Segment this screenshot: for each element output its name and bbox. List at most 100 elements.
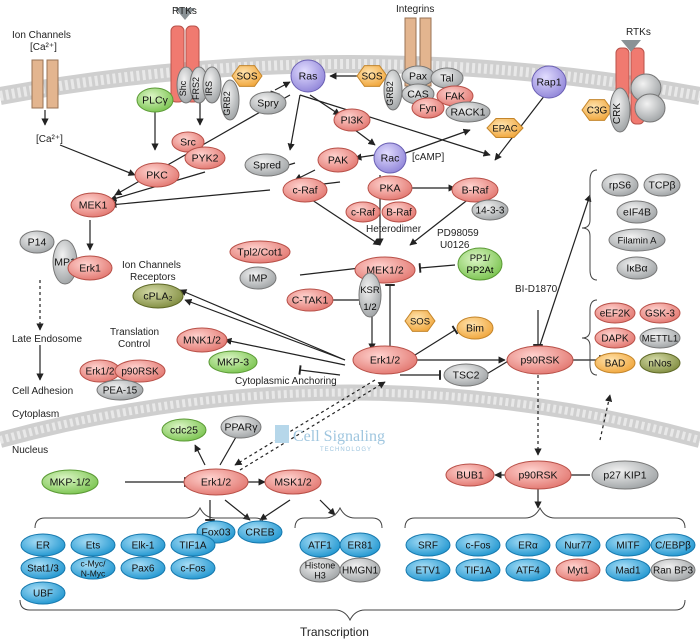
node-erk12n: Erk1/2 — [183, 468, 249, 496]
node-shape — [356, 65, 388, 87]
node-grb2: GRB2 — [220, 79, 240, 121]
node-shape — [170, 533, 216, 557]
node-shape — [352, 345, 418, 375]
node-label: cdc25 — [170, 425, 198, 437]
node-shape — [457, 247, 503, 281]
node-label: Tpl2/Cot1 — [237, 247, 283, 259]
node-imp: IMP — [239, 266, 277, 290]
node-label: Myt1 — [567, 566, 589, 577]
node-braf2: B-Raf — [381, 201, 417, 223]
node-label: Mad1 — [615, 566, 640, 577]
node-label: Fox03 — [201, 527, 230, 539]
node-epac: EPAC — [486, 118, 524, 138]
node-tal: Tal — [430, 67, 464, 89]
node-shape — [639, 352, 681, 374]
node-shape — [451, 177, 499, 203]
node-label: p90RSK — [520, 355, 559, 367]
node-shape — [650, 533, 696, 557]
node-shape — [639, 302, 681, 324]
node-label: GRB2 — [385, 81, 395, 106]
target-brackets — [19, 169, 686, 622]
label-cell-adhesion: Cell Adhesion — [12, 386, 73, 397]
node-pea15: PEA-15 — [96, 379, 144, 401]
node-shape — [504, 460, 572, 490]
node-label: N-Myc — [81, 569, 106, 579]
node-tright3: Nur77 — [555, 533, 601, 557]
label-translation-1: Translation — [110, 327, 159, 338]
node-label: MITF — [616, 541, 639, 552]
node-shape — [183, 468, 249, 496]
node-shape — [639, 327, 681, 349]
node-shape — [555, 558, 601, 582]
label-translation-2: Control — [118, 339, 150, 350]
node-ctak1: C-TAK1 — [286, 288, 334, 312]
node-label: MKP-1/2 — [50, 477, 91, 489]
node-tright5: C/EBPβ — [650, 533, 696, 557]
node-label: nNos — [648, 359, 671, 370]
label-bi-d1870: BI-D1870 — [515, 284, 558, 295]
node-shape — [404, 310, 436, 332]
node-shape — [20, 581, 66, 605]
node-filamin: Filamin A — [608, 228, 666, 252]
node-tpl2: Tpl2/Cot1 — [229, 240, 291, 264]
node-shape — [208, 350, 258, 374]
node-label: H3 — [314, 571, 326, 581]
node-shape — [594, 302, 636, 324]
plasma-membrane — [0, 55, 700, 105]
node-shape — [339, 557, 381, 583]
node-label: PLCγ — [142, 95, 168, 107]
node-shape — [486, 118, 524, 138]
node-label: C/EBPβ — [655, 541, 691, 552]
node-label: Erk1 — [79, 263, 101, 275]
node-erk12: Erk1/2 — [352, 345, 418, 375]
node-mkp3: MKP-3 — [208, 350, 258, 374]
node-eef2k: eEF2K — [594, 302, 636, 324]
node-label: PI3K — [341, 115, 364, 127]
node-rps6: rpS6 — [601, 173, 639, 197]
node-label: C-TAK1 — [292, 295, 329, 307]
node-shape — [184, 146, 226, 170]
node-rap1: Rap1 — [531, 65, 567, 99]
node-label: RACK1 — [450, 107, 485, 119]
node-label: CAS — [407, 89, 429, 101]
node-label: p90RSK — [121, 367, 159, 378]
node-shape — [443, 363, 489, 387]
node-nnos: nNos — [639, 352, 681, 374]
node-label-pp2at: PP2At — [467, 265, 494, 276]
node-label: Pax — [409, 71, 428, 83]
node-label: Ran BP3 — [653, 566, 693, 577]
node-pax: Pax — [401, 65, 435, 87]
node-shape — [20, 533, 66, 557]
node-p90rsk: p90RSK — [506, 345, 574, 375]
node-tright7: TIF1A — [455, 558, 501, 582]
node-c3g: C3G — [581, 99, 613, 121]
ion-channel-receptor — [31, 59, 59, 109]
label-integrins: Integrins — [396, 4, 434, 15]
label-heterodimer: Heterodimer — [366, 224, 422, 235]
node-p90rsk-l: p90RSK — [114, 359, 166, 383]
label-camp: [cAMP] — [412, 152, 444, 163]
node-rac: Rac — [373, 142, 407, 174]
node-shape — [220, 415, 262, 439]
node-shape — [345, 201, 381, 223]
node-label: Pax6 — [132, 564, 155, 575]
node-shape — [70, 533, 116, 557]
node-label: cPLA₂ — [143, 291, 172, 303]
node-label: KSR — [360, 285, 380, 296]
node-erk12b: Erk1/2 — [79, 359, 121, 383]
node-label: TIF1A — [179, 541, 207, 552]
node-shape — [455, 533, 501, 557]
node-label: IMP — [249, 273, 268, 285]
node-label: METTL1 — [642, 334, 678, 345]
node-tleft8: UBF — [20, 581, 66, 605]
node-label: rpS6 — [609, 180, 631, 192]
node-p14: P14 — [19, 230, 55, 254]
label-ca-bottom: [Ca²⁺] — [36, 134, 63, 145]
label-late-endosome: Late Endosome — [12, 334, 82, 345]
node-shape — [383, 69, 403, 111]
node-shape — [505, 558, 551, 582]
node-label: Ets — [86, 541, 100, 552]
watermark-main: Cell Signaling — [293, 428, 385, 445]
node-bim: Bim — [456, 316, 494, 340]
node-shape — [70, 556, 116, 580]
